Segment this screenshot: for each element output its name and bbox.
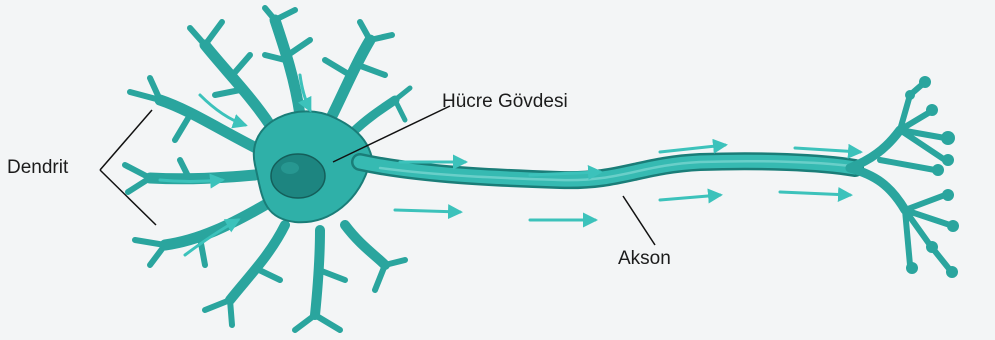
label-axon: Akson [618, 249, 671, 268]
leader-line-axon [623, 196, 655, 245]
label-cell-body: Hücre Gövdesi [442, 92, 568, 111]
leader-line-dendrite-upper [100, 110, 152, 170]
label-dendrite: Dendrit [7, 158, 68, 177]
terminal-knobs [905, 76, 959, 278]
nucleus [271, 154, 325, 198]
